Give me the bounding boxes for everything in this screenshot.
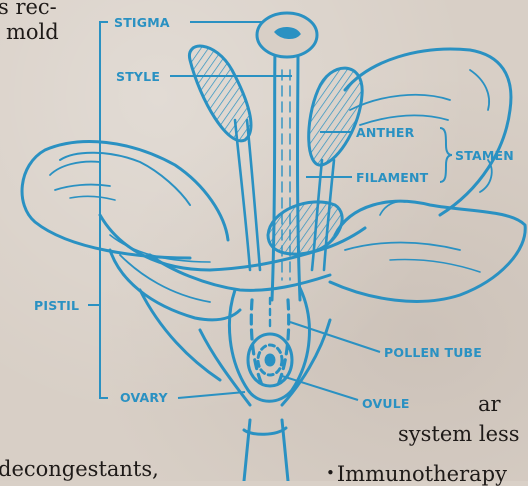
label-ovule: OVULE bbox=[362, 396, 410, 411]
stem bbox=[244, 420, 288, 481]
label-anther: ANTHER bbox=[356, 125, 415, 140]
label-style: STYLE bbox=[116, 69, 160, 84]
stamen-brace bbox=[440, 128, 452, 182]
label-stamen: STAMEN bbox=[455, 148, 514, 163]
petal-lower-right bbox=[330, 201, 525, 301]
label-pistil: PISTIL bbox=[34, 298, 79, 313]
label-ovary: OVARY bbox=[120, 390, 169, 405]
ovary-leader bbox=[178, 392, 245, 398]
label-stigma: STIGMA bbox=[114, 15, 170, 30]
stamen-left bbox=[189, 46, 260, 270]
label-filament: FILAMENT bbox=[356, 170, 429, 185]
petal-left bbox=[22, 142, 228, 258]
stigma bbox=[257, 13, 317, 57]
label-pollen-tube: POLLEN TUBE bbox=[384, 345, 482, 360]
pistil-bracket bbox=[100, 22, 108, 398]
pollen-tube-leader bbox=[290, 322, 380, 352]
